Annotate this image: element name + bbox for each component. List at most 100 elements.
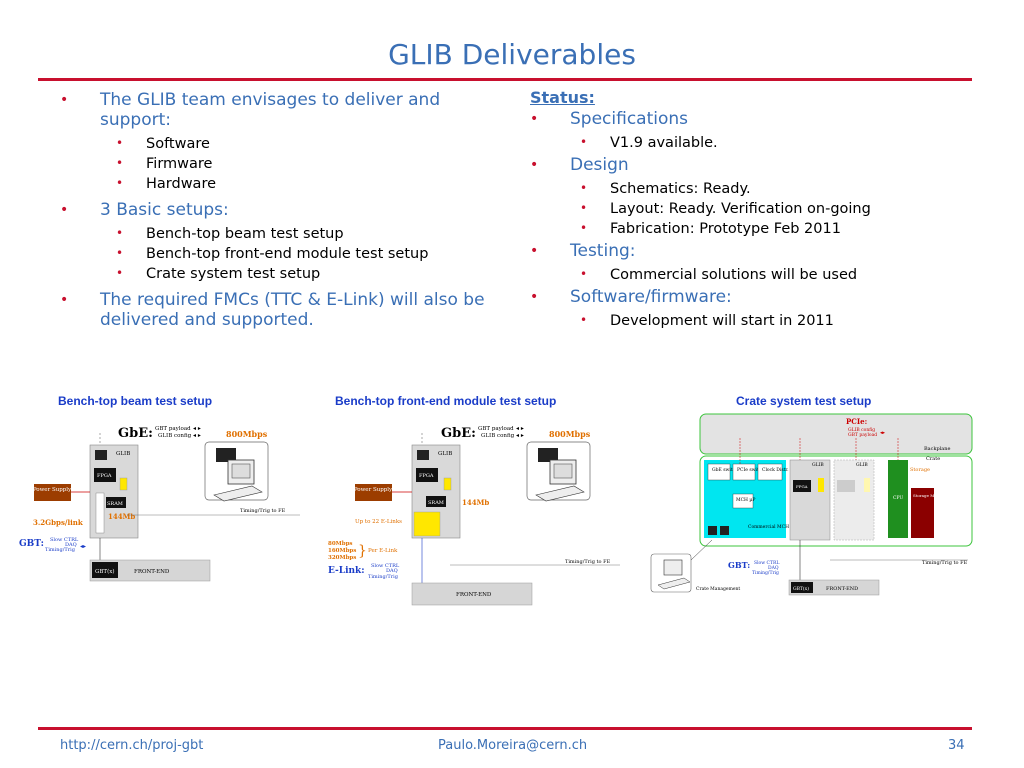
footer-divider	[38, 727, 972, 730]
bidir-arrow: ◂ ▸	[516, 432, 524, 439]
computer-icon	[650, 553, 692, 593]
timing-label: Timing/Trig	[368, 574, 399, 580]
timing-label: Timing/Trig	[752, 570, 779, 576]
fmc-connector	[818, 478, 824, 492]
gbe-switch-label: GbE switch	[712, 467, 738, 473]
left-column: The GLIB team envisages to deliver and s…	[60, 90, 490, 334]
fmc-connector	[443, 477, 452, 491]
fpga-label: FPGA	[796, 484, 808, 489]
ethernet-port-icon	[95, 450, 107, 460]
backplane-box	[699, 413, 973, 455]
frontend-label: FRONT-END	[134, 569, 170, 575]
glib-config-label: GLIB config	[481, 433, 515, 439]
speed-label: 800Mbps	[226, 429, 268, 439]
clock-distr-label: Clock Distr.	[762, 467, 789, 473]
crate-label: Crate	[926, 456, 940, 462]
glib-label: GLIB	[856, 462, 868, 468]
computer-icon	[526, 441, 591, 502]
storage-medium-label: Storage Medium	[913, 493, 947, 498]
gbe-label: GbE:	[441, 426, 476, 441]
glib-config-label: GLIB config	[848, 427, 875, 433]
status-bullet-2: Design	[530, 155, 970, 175]
fpga-label: FPGA	[419, 473, 434, 479]
daq-label: DAQ	[386, 568, 398, 574]
fmc-connector	[864, 478, 870, 492]
footer-email[interactable]: Paulo.Moreira@cern.ch	[438, 738, 588, 753]
status-heading: Status:	[530, 88, 595, 107]
pcie-label: PCIe:	[846, 417, 867, 426]
sub-bullet: Software	[116, 133, 490, 154]
timing-fe-label: Timing/Trig to FE	[922, 560, 968, 566]
sub-bullet: Development will start in 2011	[580, 310, 970, 331]
left-bullet-1: The GLIB team envisages to deliver and s…	[60, 90, 490, 130]
crate-mgmt-label: Crate Management	[696, 586, 740, 592]
frontend-box	[411, 582, 533, 606]
speed-label: 800Mbps	[549, 429, 591, 439]
glib-config-label: GLIB config	[158, 433, 192, 439]
fpga-chip	[416, 468, 438, 482]
fmc-connector	[119, 477, 128, 491]
frontend-box	[89, 559, 211, 582]
mch-up	[732, 493, 754, 509]
gbtx-chip	[791, 582, 813, 593]
commercial-mch-label: Commercial MCH	[748, 524, 789, 530]
slide-title: GLIB Deliverables	[388, 38, 636, 71]
glib-label: GLIB	[116, 451, 130, 457]
fpga-chip	[793, 480, 811, 492]
glib-board-2	[833, 459, 875, 541]
sram-label: SRAM	[107, 501, 123, 507]
fpga-chip	[837, 480, 855, 492]
ethernet-port-icon	[417, 450, 429, 460]
sub-bullet: Crate system test setup	[116, 263, 490, 284]
gbe-switch	[707, 463, 731, 481]
title-divider	[38, 78, 972, 81]
footer-url[interactable]: http://cern.ch/proj-gbt	[60, 738, 204, 753]
elinks-label: Up to 22 E-Links	[355, 519, 402, 525]
sub-bullet: Commercial solutions will be used	[580, 264, 970, 285]
bidir-arrow: ◂ ▸	[193, 425, 201, 432]
sram-chip	[106, 497, 126, 508]
bidir-arrow: ◂ ▸	[193, 432, 201, 439]
left-bullet-3: The required FMCs (TTC & E-Link) will al…	[60, 290, 490, 330]
elink-label: E-Link:	[328, 566, 365, 576]
daq-label: DAQ	[65, 542, 77, 548]
timing-fe-label: Timing/Trig to FE	[565, 559, 611, 565]
sub-bullet: Layout: Ready. Verification on-going	[580, 198, 970, 219]
gbtx-chip	[92, 562, 118, 578]
glib-label: GLIB	[812, 462, 824, 468]
daq-label: DAQ	[768, 565, 779, 571]
timing-label: Timing/Trig	[45, 547, 76, 553]
status-bullet-3: Testing:	[530, 241, 970, 261]
frontend-label: FRONT-END	[826, 586, 858, 592]
power-label: Power Supply	[33, 487, 72, 493]
power-label: Power Supply	[354, 487, 393, 493]
diagram-caption-crate: Crate system test setup	[736, 394, 872, 408]
glib-board-1	[789, 459, 831, 541]
sfp-cage	[95, 492, 105, 534]
clock-distr	[757, 463, 783, 481]
bidir-arrow: ◂▸	[880, 430, 886, 436]
computer-icon	[204, 441, 269, 502]
sram-label: SRAM	[428, 500, 444, 506]
rate-80: 80Mbps	[328, 541, 353, 547]
ethernet-port-icon	[708, 526, 717, 535]
page-number: 34	[948, 738, 965, 753]
slow-ctrl-label: Slow CTRL	[50, 537, 79, 543]
mch-up-label: MCH µP	[736, 497, 755, 503]
frontend-label: FRONT-END	[456, 592, 492, 598]
power-supply-box	[34, 484, 71, 501]
link-rate-label: 3.2Gbps/link	[33, 518, 83, 527]
slow-ctrl-label: Slow CTRL	[371, 563, 400, 569]
left-bullet-2: 3 Basic setups:	[60, 200, 490, 220]
gbtx-label: GBT(x)	[95, 568, 115, 575]
elink-fmc	[413, 511, 441, 537]
memory-size-label: 144Mb	[108, 512, 135, 521]
status-bullet-1: Specifications	[530, 109, 970, 129]
sub-bullet: Firmware	[116, 153, 490, 174]
gbe-label: GbE:	[118, 426, 153, 441]
cpu-label: CPU	[893, 495, 903, 501]
timing-fe-label: Timing/Trig to FE	[240, 508, 286, 514]
fpga-label: FPGA	[97, 473, 112, 479]
